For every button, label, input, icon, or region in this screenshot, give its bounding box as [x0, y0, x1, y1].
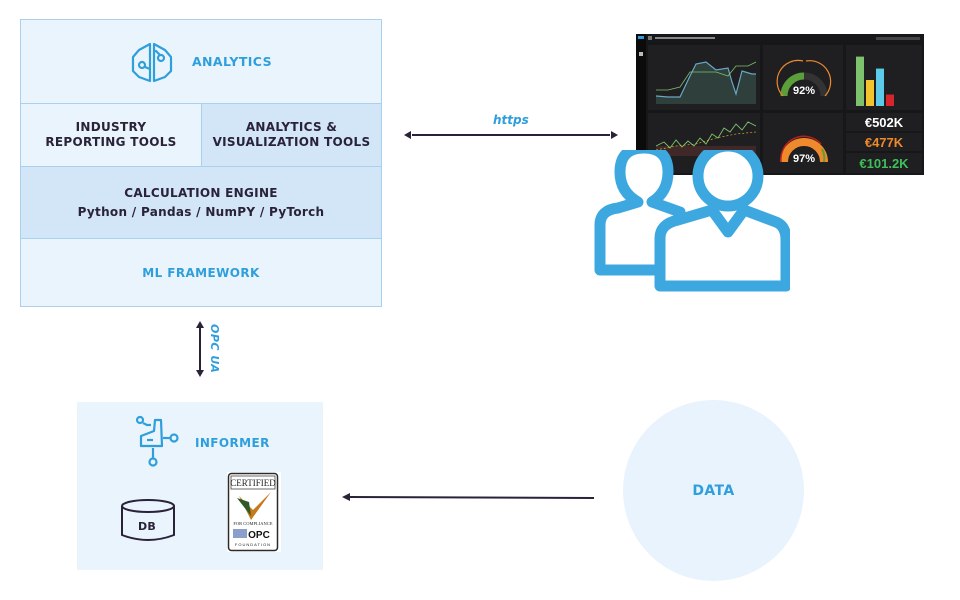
https-label: https: [493, 113, 529, 127]
industry-reporting-tools: INDUSTRY REPORTING TOOLS: [21, 104, 202, 167]
bar-chart: [856, 56, 894, 106]
gauge-quality: [780, 135, 828, 163]
bar-2: [866, 80, 874, 106]
cert-text-opc: OPC: [248, 530, 270, 541]
ml-framework-label: ML FRAMEWORK: [142, 265, 260, 280]
kpi-value-2: €477K: [865, 135, 904, 150]
opc-ua-label: OPC UA: [208, 324, 221, 374]
gauge-oee: [776, 59, 832, 97]
ml-framework: ML FRAMEWORK: [21, 239, 381, 306]
arrow-right-head: [611, 131, 618, 139]
analytics-brain-icon: [131, 42, 173, 82]
kpi-value-3: €101.2K: [859, 156, 909, 171]
gauge-1-value: 92%: [793, 85, 815, 97]
industry-reporting-line2: REPORTING TOOLS: [45, 135, 177, 149]
informer-box: INFORMER DB: [77, 402, 323, 570]
gauge-2-value: 97%: [793, 153, 815, 165]
arrow-left-head: [404, 131, 411, 139]
analytics-header: ANALYTICS: [21, 20, 381, 104]
analytics-visualization-line2: VISUALIZATION TOOLS: [212, 135, 371, 149]
opc-ua-arrow: [196, 321, 204, 377]
calculation-engine-title: CALCULATION ENGINE: [124, 185, 278, 200]
analytics-stack: ANALYTICS INDUSTRY REPORTING TOOLS ANALY…: [20, 19, 382, 307]
db-label: DB: [138, 520, 157, 533]
calculation-engine-subtitle: Python / Pandas / NumPY / PyTorch: [77, 204, 325, 219]
opc-certified-badge: CERTIFIED FOR COMPLIANCE OPC FOUNDATION: [227, 472, 281, 552]
opc-certified-logo: CERTIFIED FOR COMPLIANCE OPC FOUNDATION: [227, 472, 279, 552]
analytics-visualization-tools: ANALYTICS & VISUALIZATION TOOLS: [202, 104, 381, 167]
bar-3: [876, 68, 884, 106]
analytics-title: ANALYTICS: [191, 54, 273, 69]
data-source-circle: DATA: [623, 400, 804, 581]
analytics-visualization-line1: ANALYTICS &: [245, 120, 338, 134]
arrow-up-head: [196, 321, 204, 328]
dashboard-title-bar: [655, 37, 715, 39]
bar-1: [856, 56, 864, 106]
data-to-informer-arrow: [342, 493, 595, 501]
kpi-value-1: €502K: [865, 115, 904, 130]
calculation-engine: CALCULATION ENGINE Python / Pandas / Num…: [21, 167, 381, 239]
industry-reporting-line1: INDUSTRY: [75, 120, 147, 134]
database-icon: [121, 499, 175, 541]
data-label: DATA: [692, 482, 735, 499]
bar-4: [886, 94, 894, 106]
users-icon: [594, 150, 790, 292]
cert-text-foundation: FOUNDATION: [235, 542, 271, 547]
informer-label: INFORMER: [195, 436, 270, 450]
cert-text-certified: CERTIFIED: [230, 478, 276, 488]
arrow-left-head: [342, 493, 350, 501]
https-arrow: [404, 131, 618, 139]
arrow-down-head: [196, 370, 204, 377]
factory-network-icon: [135, 415, 179, 467]
dashboard-screenshot: 92% 97% €502K €477K €101.2K: [636, 34, 924, 175]
cert-text-compliance: FOR COMPLIANCE: [233, 521, 272, 526]
